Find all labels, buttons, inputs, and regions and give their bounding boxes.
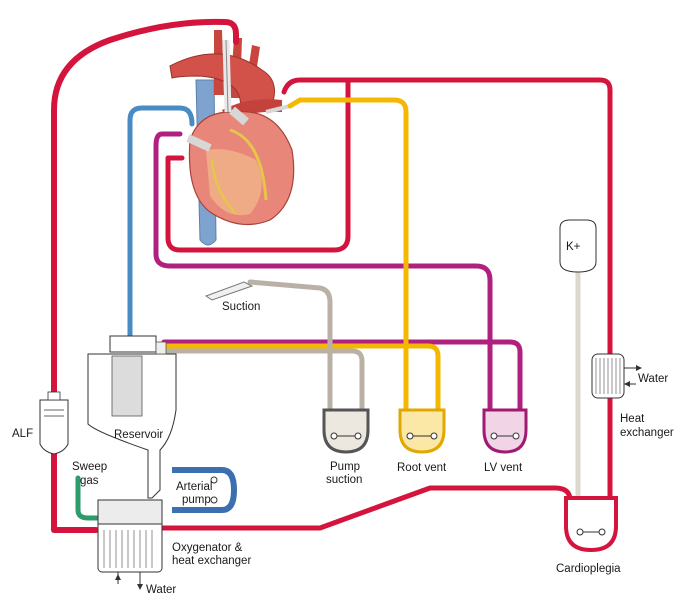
reservoir-label: Reservoir [114, 429, 163, 441]
venous-drainage-line [127, 105, 195, 339]
arterial-pump-label-line1: Arterial [176, 481, 212, 493]
sweep-gas-label-line2: gas [80, 475, 99, 487]
cardioplegia-delivery-line [165, 77, 351, 253]
root-vent-pump-head [398, 408, 446, 454]
sweep-gas-line [75, 475, 103, 521]
root-vent-label: Root vent [397, 462, 447, 474]
heat-exchanger [591, 353, 642, 399]
lv-vent-label: LV vent [484, 462, 523, 474]
oxygenator-label-line1: Oxygenator & [172, 542, 243, 554]
lv-vent-pump-head [482, 408, 528, 454]
alf-label: ALF [12, 428, 33, 440]
arterial-pump-label-line2: pump [182, 494, 211, 506]
alf-filter [39, 391, 69, 455]
arterial-line [51, 18, 239, 533]
heat-exchanger-label-line2: exchanger [620, 427, 674, 439]
sweep-gas-label-line1: Sweep [72, 461, 107, 473]
k-plus-bag [559, 219, 597, 273]
water-top-label: Water [638, 373, 668, 385]
root-vent-line [287, 97, 409, 423]
lv-vent-line [153, 131, 493, 423]
cardioplegia-pump-head [564, 496, 618, 553]
pump-suction-label-line1: Pump [330, 461, 360, 473]
pump-suction-line [247, 279, 333, 423]
suction-wand [204, 281, 254, 301]
pump-suction-label-line2: suction [326, 474, 362, 486]
water-bottom-label: Water [146, 584, 176, 596]
arterial-pump [172, 467, 238, 513]
heat-exchanger-label-line1: Heat [620, 413, 645, 425]
suction-label: Suction [222, 301, 260, 313]
cardioplegia-label: Cardioplegia [556, 563, 621, 575]
heart-illustration [169, 30, 295, 246]
k-plus-label: K+ [566, 241, 581, 253]
pump-suction-head [322, 408, 370, 454]
oxygenator [97, 499, 163, 590]
reservoir [87, 335, 177, 499]
oxygenator-label-line2: heat exchanger [172, 555, 251, 567]
